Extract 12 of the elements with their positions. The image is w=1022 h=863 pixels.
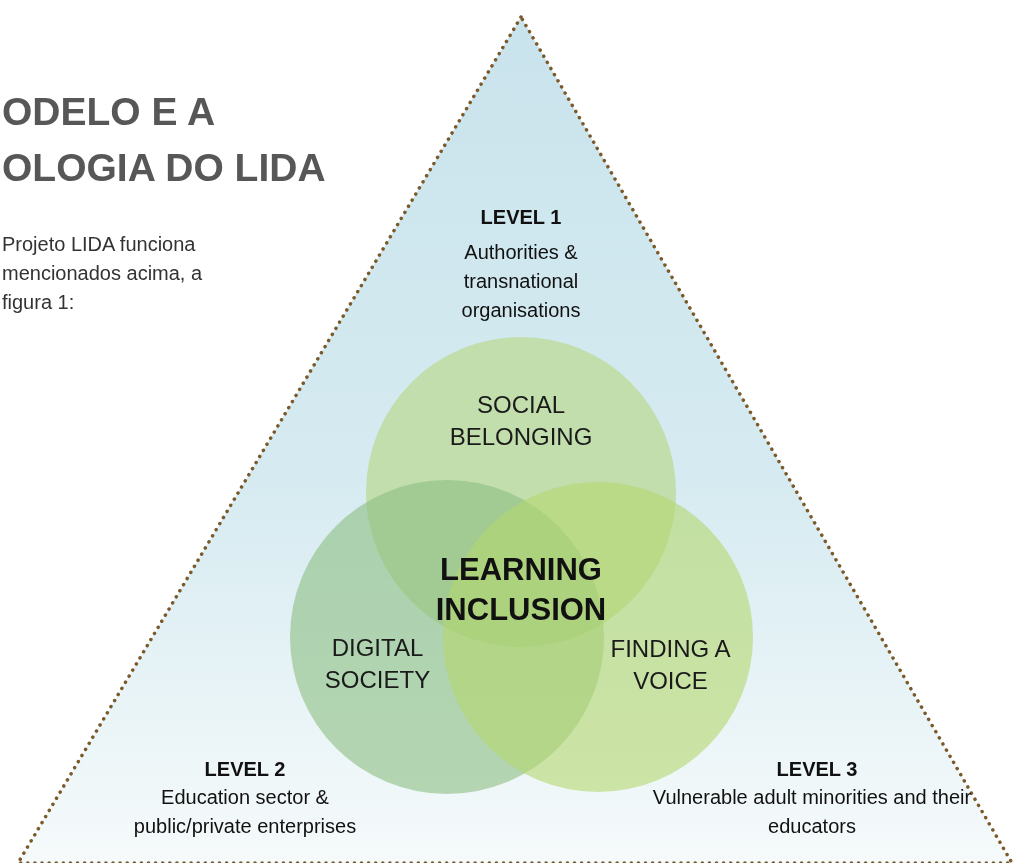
- level-heading: LEVEL 2: [203, 757, 287, 782]
- level-heading: LEVEL 1: [479, 205, 563, 230]
- level-description: Education sector & public/private enterprises: [132, 785, 358, 839]
- circle-label: SOCIAL BELONGING: [448, 390, 594, 452]
- heading-title: ODELO E A OLOGIA DO LIDA: [2, 89, 327, 191]
- center-label: LEARNING INCLUSION: [434, 551, 608, 629]
- circle-label: FINDING A VOICE: [609, 634, 732, 696]
- intro-paragraph: Projeto LIDA funciona mencionados acima, a figura 1:: [2, 232, 204, 315]
- level-description: Vulnerable adult minorities and their educators: [652, 785, 972, 839]
- level-description: Authorities & transnational organisations: [460, 240, 582, 323]
- level-heading: LEVEL 3: [775, 757, 859, 782]
- circle-label: DIGITAL SOCIETY: [323, 633, 432, 695]
